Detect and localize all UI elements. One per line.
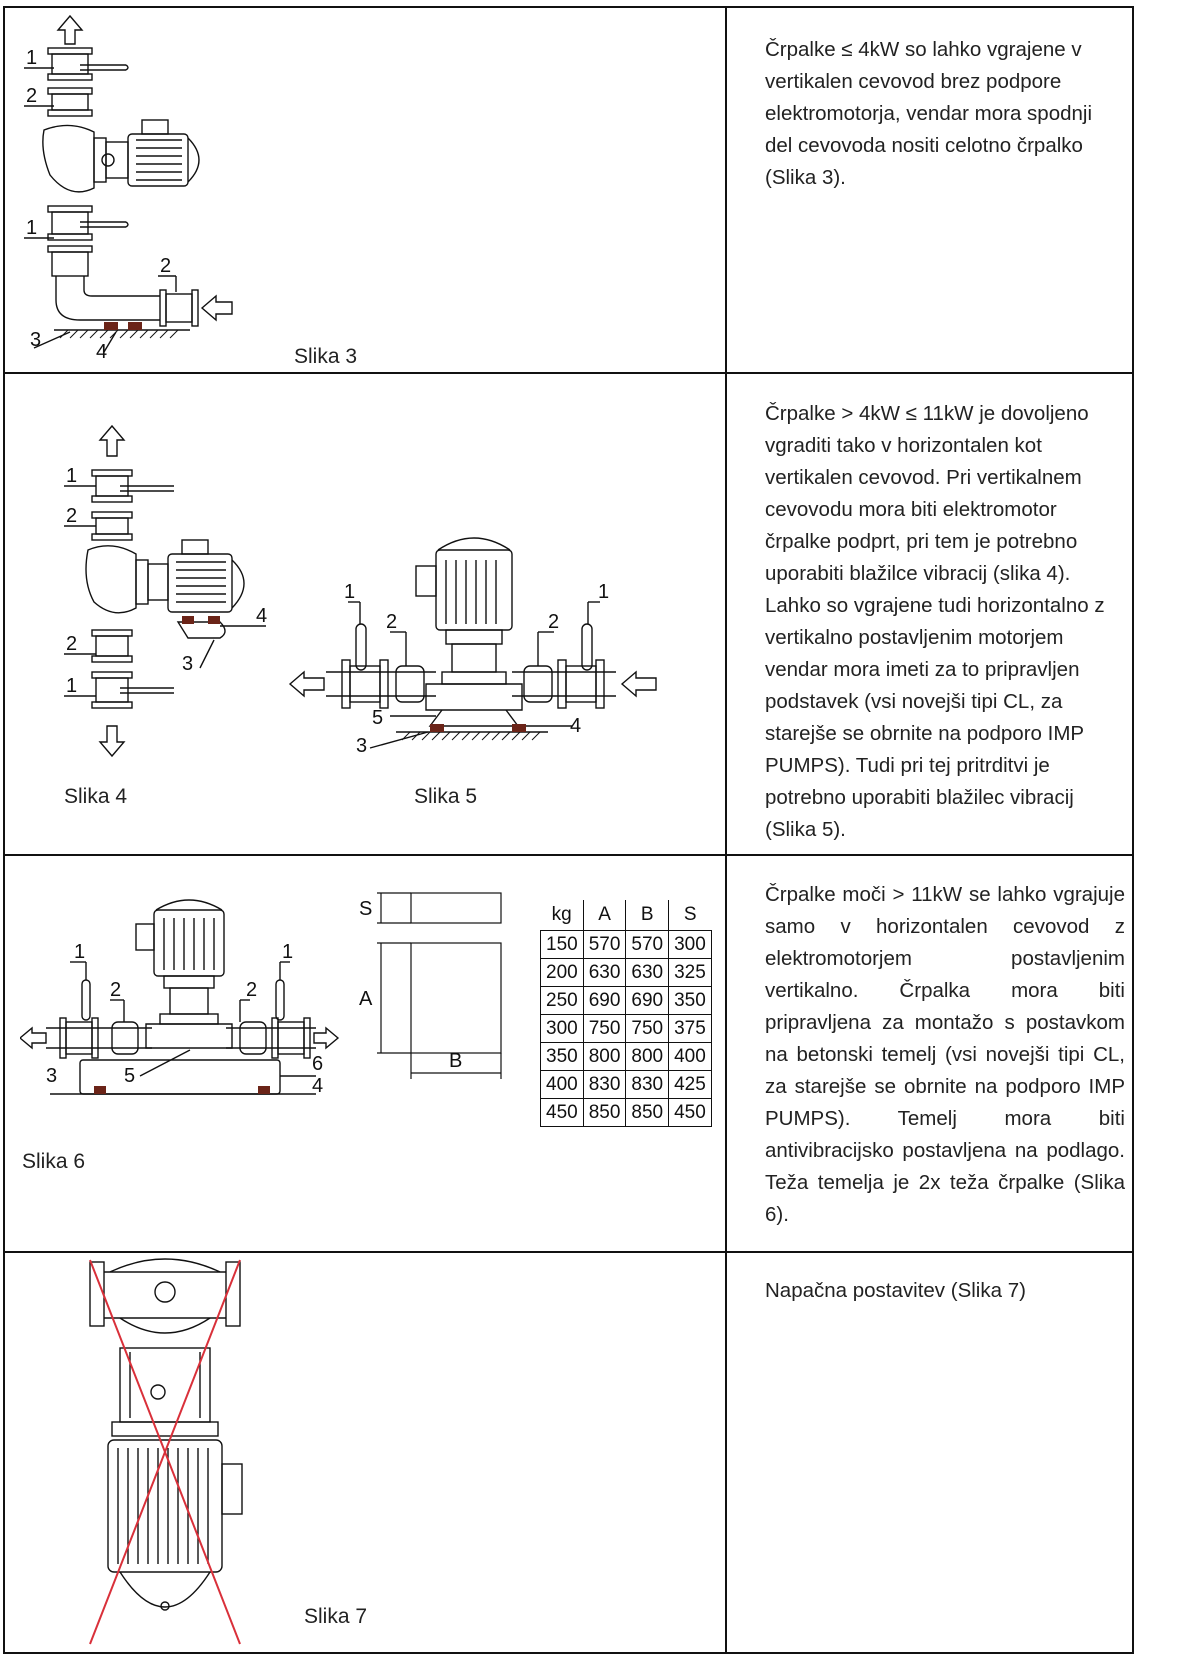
figure-caption: Slika 5 [414, 785, 478, 808]
row2-description: Črpalke > 4kW ≤ 11kW je dovoljeno vgradi… [765, 402, 1105, 841]
table-cell: 830 [625, 1070, 670, 1099]
table-cell: 325 [668, 958, 712, 987]
table-cell: 350 [540, 1042, 584, 1071]
row-divider [5, 1251, 1132, 1253]
table-cell: 800 [625, 1042, 670, 1071]
table-cell: 630 [625, 958, 670, 987]
table-cell: 850 [625, 1098, 670, 1127]
row1-description: Črpalke ≤ 4kW so lahko vgrajene v vertik… [765, 38, 1093, 189]
table-row: 150 570 570 300 [540, 930, 712, 959]
table-row: 200 630 630 325 [540, 958, 712, 987]
callout-label: 4 [570, 715, 581, 737]
callout-label: 2 [66, 633, 77, 655]
callout-label: 4 [312, 1075, 323, 1097]
callout-label: 2 [386, 611, 397, 633]
callout-label: 2 [110, 979, 121, 1001]
callout-label: 3 [30, 329, 41, 351]
figure-7-incorrect-installation [89, 1258, 243, 1645]
callout-label: 1 [66, 675, 77, 697]
callout-label: 1 [344, 581, 355, 603]
table-cell: 750 [625, 1014, 670, 1043]
table-header: kg [551, 904, 572, 925]
table-header: S [668, 900, 712, 931]
table-cell: 350 [668, 986, 712, 1015]
table-header-row: kg A B S [541, 900, 712, 931]
row3-description: Črpalke moči > 11kW se lahko vgrajuje sa… [765, 883, 1125, 1226]
figure-4-vertical-supported: 1 2 4 2 3 1 [64, 424, 267, 758]
figure-caption: Slika 7 [304, 1605, 368, 1628]
callout-label: 1 [598, 581, 609, 603]
table-cell: 200 [540, 958, 584, 987]
callout-label: 2 [548, 611, 559, 633]
table-cell: 830 [582, 1070, 627, 1099]
figure-3-vertical-pump: 1 2 1 2 3 4 [24, 14, 233, 360]
table-cell: 690 [625, 986, 670, 1015]
table-cell: 375 [668, 1014, 712, 1043]
figure-6-concrete-base: 1 2 2 1 3 5 6 4 [20, 899, 340, 1097]
callout-label: 4 [256, 605, 267, 627]
callout-label: 2 [246, 979, 257, 1001]
figure-5-horizontal-base: 1 2 2 1 5 3 4 [288, 537, 657, 757]
callout-label: 5 [372, 707, 383, 729]
table-row: 400 830 830 425 [540, 1070, 712, 1099]
table-row: 350 800 800 400 [540, 1042, 712, 1071]
dimension-label: S [359, 898, 372, 920]
table-cell: 850 [582, 1098, 627, 1127]
foundation-size-table: kg A B S 150 570 570 300 200 630 630 325… [540, 900, 712, 1127]
row-divider [5, 372, 1132, 374]
dimension-label: A [359, 988, 373, 1010]
table-cell: 690 [582, 986, 627, 1015]
table-cell: 630 [582, 958, 627, 987]
table-header: A [582, 900, 626, 931]
callout-label: 3 [182, 653, 193, 675]
callout-label: 3 [356, 735, 367, 757]
table-cell: 800 [582, 1042, 627, 1071]
installation-table [3, 6, 1134, 1654]
callout-label: 3 [46, 1065, 57, 1087]
callout-label: 2 [26, 85, 37, 107]
callout-label: 1 [26, 47, 37, 69]
callout-label: 1 [26, 217, 37, 239]
column-divider [725, 8, 727, 1652]
table-cell: 425 [668, 1070, 712, 1099]
table-cell: 150 [540, 930, 584, 959]
callout-label: 1 [282, 941, 293, 963]
callout-label: 2 [160, 255, 171, 277]
dimension-label: B [449, 1050, 462, 1072]
callout-label: 1 [66, 465, 77, 487]
callout-label: 5 [124, 1065, 135, 1087]
table-cell: 750 [582, 1014, 627, 1043]
table-cell: 570 [582, 930, 627, 959]
table-cell: 400 [540, 1070, 584, 1099]
table-cell: 450 [540, 1098, 584, 1127]
table-row: 450 850 850 450 [540, 1098, 712, 1127]
row-divider [5, 854, 1132, 856]
foundation-dimension-drawing: S A B [359, 892, 502, 1079]
callout-label: 2 [66, 505, 77, 527]
figure-caption: Slika 3 [294, 345, 358, 368]
table-header: B [625, 900, 669, 931]
table-cell: 450 [668, 1098, 712, 1127]
table-cell: 250 [540, 986, 584, 1015]
row4-description: Napačna postavitev (Slika 7) [765, 1279, 1026, 1302]
figure-caption: Slika 6 [22, 1150, 86, 1173]
callout-label: 4 [96, 341, 107, 360]
figure-caption: Slika 4 [64, 785, 128, 808]
callout-label: 1 [74, 941, 85, 963]
table-row: 300 750 750 375 [540, 1014, 712, 1043]
callout-label: 6 [312, 1053, 323, 1075]
table-cell: 300 [668, 930, 712, 959]
table-cell: 400 [668, 1042, 712, 1071]
table-cell: 300 [540, 1014, 584, 1043]
table-row: 250 690 690 350 [540, 986, 712, 1015]
table-cell: 570 [625, 930, 670, 959]
